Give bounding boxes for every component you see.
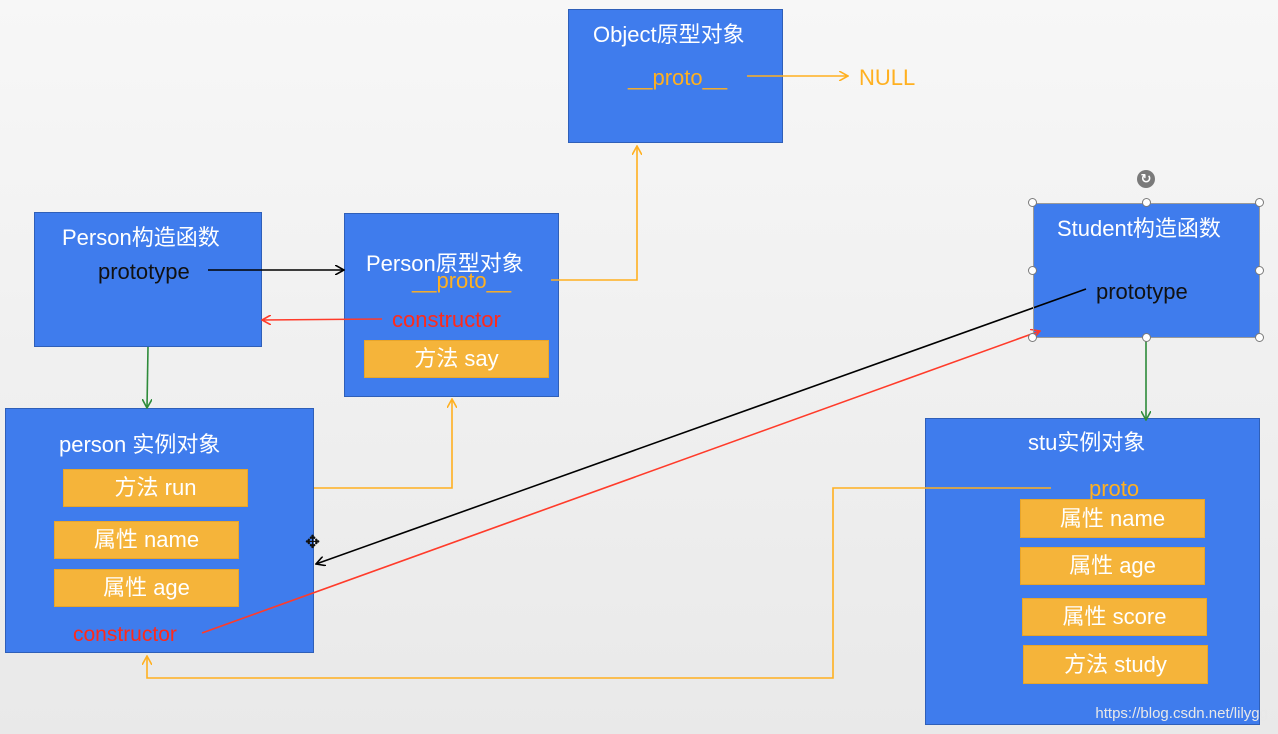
resize-handle-bottom-left[interactable] <box>1028 333 1037 342</box>
method-run-item: 方法 run <box>63 469 248 507</box>
resize-handle-bottom-right[interactable] <box>1255 333 1264 342</box>
move-cursor-icon: ✥ <box>305 532 321 552</box>
stu-instance-title: stu实例对象 <box>1028 430 1146 455</box>
resize-handle-left[interactable] <box>1028 266 1037 275</box>
student-prototype-arrow <box>316 288 1087 564</box>
object-proto-label: __proto__ <box>628 65 728 90</box>
person-proto-label: __proto__ <box>412 268 512 293</box>
method-say-item: 方法 say <box>364 340 549 378</box>
person-prototype-label: prototype <box>98 259 190 284</box>
person-instance-title: person 实例对象 <box>59 432 221 457</box>
stu-method-study-item: 方法 study <box>1023 645 1208 684</box>
student-constructor-box[interactable] <box>1033 203 1260 338</box>
resize-handle-bottom[interactable] <box>1142 333 1151 342</box>
stu-property-name-item: 属性 name <box>1020 499 1205 538</box>
rotate-handle-icon[interactable]: ↻ <box>1137 170 1155 188</box>
null-label: NULL <box>859 65 916 90</box>
resize-handle-top-left[interactable] <box>1028 198 1037 207</box>
stu-proto-to-person-instance-arrow <box>147 487 1051 679</box>
person-proto-to-object-arrow <box>551 146 637 281</box>
property-name-item: 属性 name <box>54 521 239 559</box>
person-new-instance-arrow <box>147 346 148 408</box>
person-instance-proto-arrow <box>314 399 452 489</box>
student-constructor-title: Student构造函数 <box>1057 216 1221 241</box>
stu-property-age-item: 属性 age <box>1020 547 1205 585</box>
stu-property-score-item: 属性 score <box>1022 598 1207 636</box>
person-constructor-box <box>34 212 262 347</box>
property-age-item: 属性 age <box>54 569 239 607</box>
stu-proto-label: proto <box>1089 476 1140 501</box>
person-constructor-arrow <box>262 319 383 320</box>
resize-handle-right[interactable] <box>1255 266 1264 275</box>
student-prototype-label: prototype <box>1096 279 1188 304</box>
instance-constructor-label: constructor <box>73 623 177 646</box>
resize-handle-top-right[interactable] <box>1255 198 1264 207</box>
watermark: https://blog.csdn.net/lilygg <box>1095 705 1268 722</box>
resize-handle-top[interactable] <box>1142 198 1151 207</box>
student-constructor-arrow <box>201 331 1040 634</box>
object-prototype-title: Object原型对象 <box>593 22 745 47</box>
person-constructor-label: constructor <box>392 307 501 332</box>
person-prototype-title: Person原型对象 <box>366 251 524 276</box>
person-constructor-title: Person构造函数 <box>62 225 220 250</box>
